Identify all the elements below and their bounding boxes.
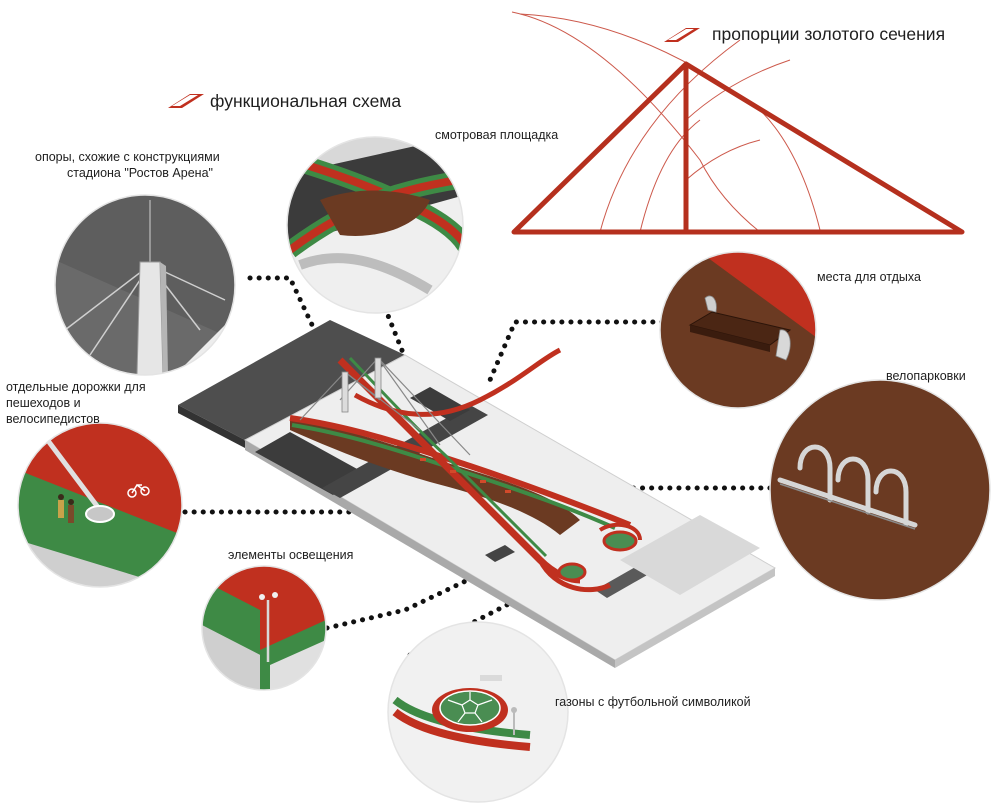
functional-scheme-title: функциональная схема (210, 91, 402, 111)
dark-slab (178, 320, 405, 440)
lawn-lower (557, 562, 587, 582)
label-lawns: газоны с футбольной символикой (555, 695, 751, 709)
leader-rest (487, 319, 665, 383)
golden-ratio-diagram (511, 11, 965, 235)
football-pattern-icon (447, 692, 493, 723)
pylon-right (374, 357, 382, 399)
red-parallelogram-icon (664, 28, 700, 42)
detail-lighting (202, 566, 326, 690)
deck-benches (420, 458, 511, 493)
detail-separate-paths (18, 423, 182, 587)
golden-ratio-title: пропорции золотого сечения (712, 24, 946, 44)
detail-supports (55, 195, 235, 375)
label-supports-line2: стадиона "Ростов Арена" (67, 166, 213, 180)
label-paths-line2: пешеходов и (6, 396, 81, 410)
bicycle-icon (127, 483, 150, 498)
detail-rest-places (660, 252, 816, 408)
label-supports-line1: опоры, схожие с конструкциями (35, 150, 220, 164)
label-bike-parking: велопарковки (886, 369, 966, 383)
label-lighting: элементы освещения (228, 548, 354, 562)
label-rest-places: места для отдыха (817, 270, 921, 284)
label-paths-line3: велосипедистов (6, 412, 100, 426)
detail-lawns (388, 622, 568, 802)
label-paths-line1: отдельные дорожки для (6, 380, 146, 394)
detail-bike-parking (770, 380, 990, 600)
golden-triangle (511, 61, 965, 235)
bridge-path-red (289, 415, 632, 528)
pedestrians (58, 494, 74, 523)
bridge-deck-brown (290, 420, 580, 535)
pylon-left (341, 371, 349, 413)
detail-observation-deck (287, 137, 463, 313)
bridge-path-green (291, 423, 616, 530)
isometric-model (178, 320, 777, 668)
lawn-upper (602, 530, 638, 552)
pylon-cables (299, 357, 471, 456)
label-observation-deck: смотровая площадка (435, 128, 559, 142)
red-parallelogram-icon (168, 94, 204, 108)
construction-arcs (511, 11, 821, 233)
